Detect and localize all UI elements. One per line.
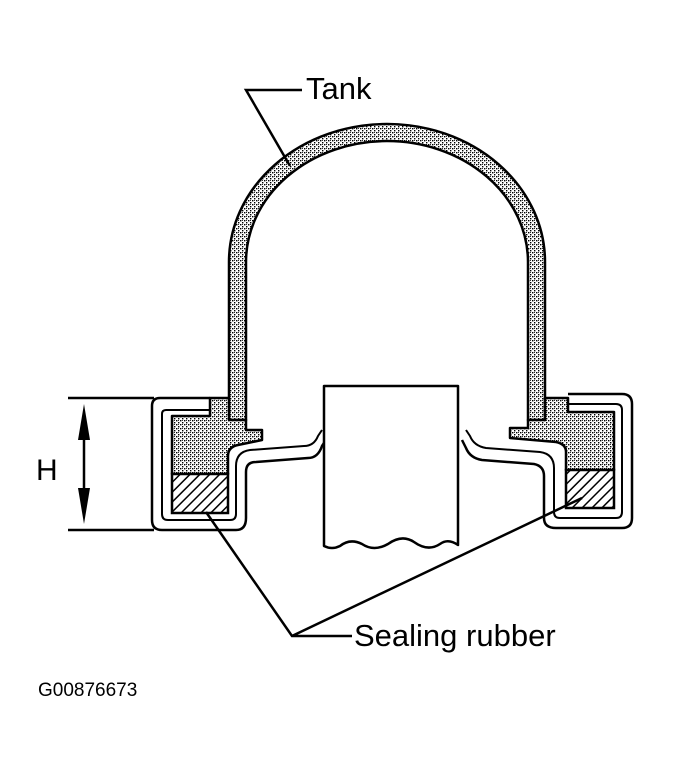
base-plate-inner — [161, 403, 623, 521]
arrow-up-icon — [78, 404, 90, 440]
sealing-rubber-left — [170, 472, 230, 515]
figure-code: G00876673 — [38, 680, 138, 701]
tank-label: Tank — [306, 71, 372, 106]
sealing-rubber-right — [564, 468, 616, 510]
center-pipe — [322, 384, 460, 550]
base-plate — [150, 392, 634, 532]
tank-dome — [227, 122, 547, 422]
arrow-down-icon — [78, 488, 90, 524]
tank-leader-line — [243, 88, 302, 167]
height-label: H — [36, 454, 58, 487]
sealing-rubber-leader-lines — [204, 496, 583, 638]
tank-flange-left — [170, 396, 264, 476]
sealing-rubber-label: Sealing rubber — [354, 618, 556, 653]
height-dimension — [68, 396, 154, 532]
tank-flange-right — [508, 396, 616, 472]
